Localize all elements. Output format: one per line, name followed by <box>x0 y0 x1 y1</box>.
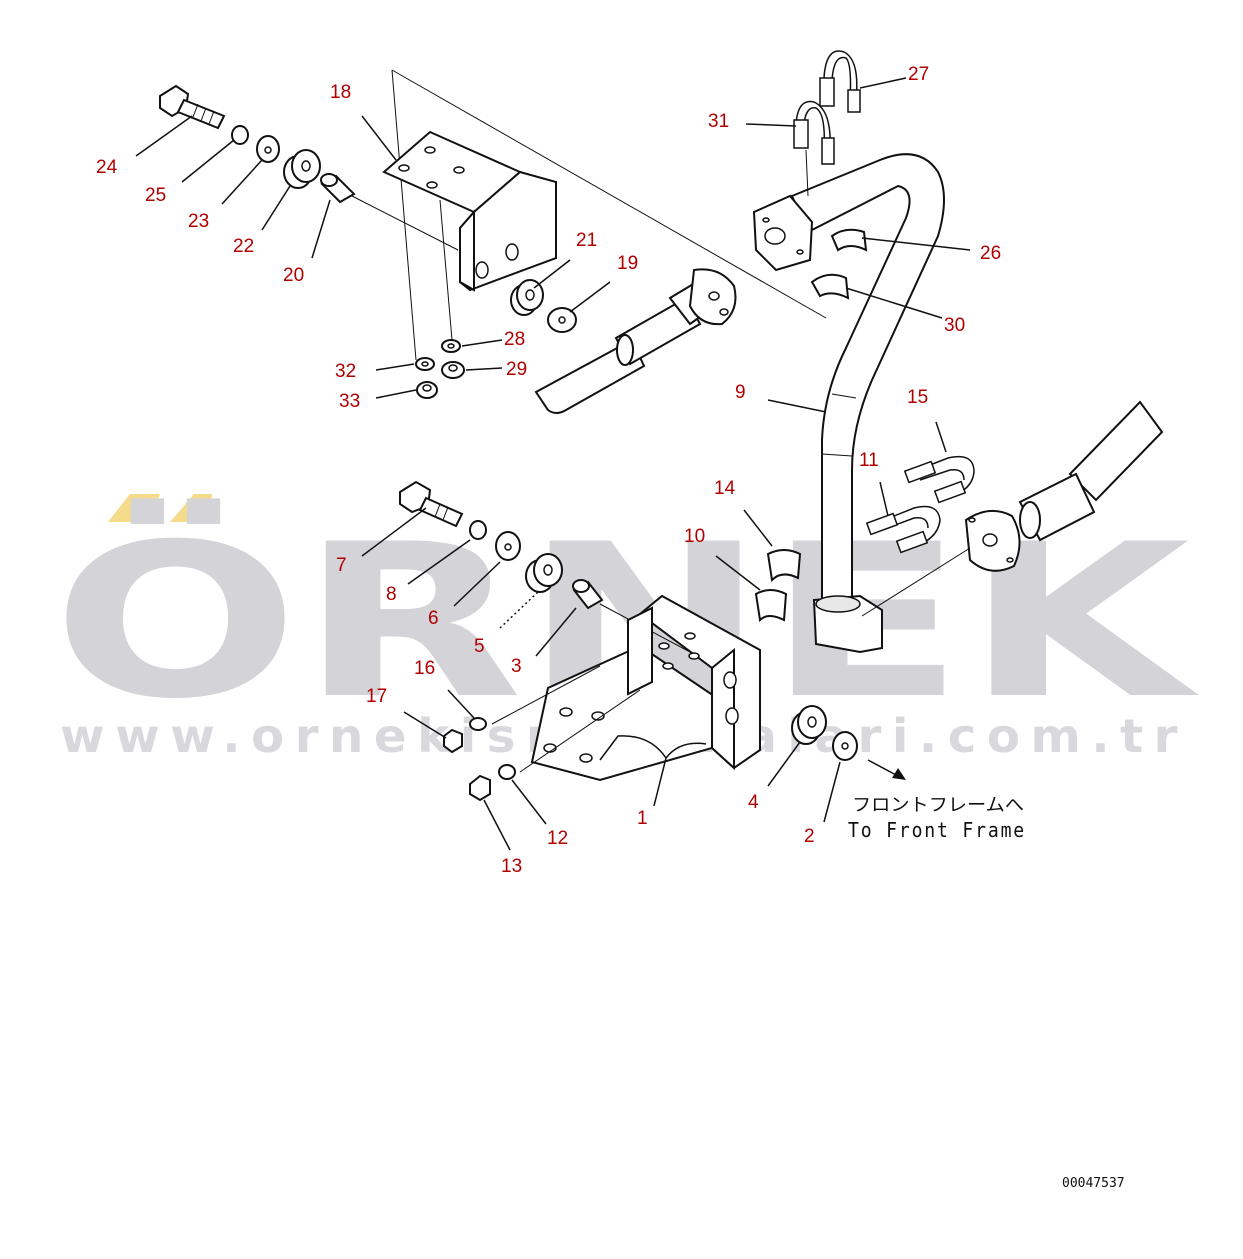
watermark-accent-right <box>170 494 212 522</box>
clamp-part-14 <box>766 549 802 583</box>
lower-assembly <box>399 400 1164 802</box>
note-japanese: フロントフレームへ <box>852 795 1024 816</box>
bracket-part-18 <box>382 130 557 292</box>
leader-lines <box>135 77 971 851</box>
callout-30: 30 <box>944 315 965 336</box>
clamp-part-30 <box>810 273 850 300</box>
nut-part-17 <box>443 728 463 754</box>
callout-2: 2 <box>804 826 815 847</box>
callout-11: 11 <box>859 450 879 471</box>
callout-1: 1 <box>637 808 648 829</box>
ubolt-part-31 <box>793 100 835 165</box>
front-frame-arrow <box>867 759 906 780</box>
hose-lower <box>964 400 1164 572</box>
watermark-accent-left <box>108 494 160 522</box>
callout-5: 5 <box>474 636 485 657</box>
note-english: To Front Frame <box>848 818 1026 842</box>
callout-27: 27 <box>908 64 929 85</box>
ubolt-part-15 <box>903 455 975 504</box>
collar-part-20 <box>320 173 356 204</box>
callout-14: 14 <box>714 478 736 499</box>
callout-8: 8 <box>386 584 397 605</box>
bushing-part-21 <box>510 279 544 316</box>
callout-18: 18 <box>330 82 351 103</box>
clamp-part-26 <box>830 228 868 252</box>
callout-12: 12 <box>547 828 568 849</box>
callout-7: 7 <box>336 555 347 576</box>
callout-10: 10 <box>684 526 705 547</box>
callout-9: 9 <box>735 382 746 403</box>
callout-13: 13 <box>501 856 522 877</box>
upper-assembly <box>159 50 945 654</box>
callout-15: 15 <box>907 387 928 408</box>
bracket-part-1 <box>530 594 761 782</box>
washer-part-12 <box>498 764 516 780</box>
collar-part-3 <box>572 579 604 610</box>
callout-32: 32 <box>335 361 356 382</box>
callout-3: 3 <box>511 656 522 677</box>
callout-20: 20 <box>283 265 304 286</box>
washer-part-16 <box>469 717 487 731</box>
callouts: 1 2 3 4 5 6 7 8 9 10 11 12 13 14 15 16 1… <box>96 64 1001 877</box>
callout-21: 21 <box>576 230 597 251</box>
hose-upper <box>534 268 737 414</box>
drawing-code: 00047537 <box>1062 1176 1125 1191</box>
callout-29: 29 <box>506 359 527 380</box>
callout-23: 23 <box>188 211 209 232</box>
bolt-part-24 <box>159 84 226 130</box>
callout-22: 22 <box>233 236 254 257</box>
nut-part-33 <box>416 381 438 399</box>
callout-26: 26 <box>980 243 1001 264</box>
callout-28: 28 <box>504 329 525 350</box>
callout-17: 17 <box>366 686 387 707</box>
callout-33: 33 <box>339 391 360 412</box>
callout-24: 24 <box>96 157 118 178</box>
bushing-part-22 <box>283 149 321 189</box>
callout-31: 31 <box>708 111 729 132</box>
callout-6: 6 <box>428 608 439 629</box>
callout-25: 25 <box>145 185 166 206</box>
washer-part-25 <box>231 125 249 145</box>
callout-16: 16 <box>414 658 435 679</box>
pipe-part-9 <box>752 153 945 654</box>
washer-part-8 <box>469 520 487 540</box>
bushing-part-4 <box>791 705 827 745</box>
callout-4: 4 <box>748 792 759 813</box>
ubolt-part-27 <box>819 50 861 113</box>
callout-19: 19 <box>617 253 638 274</box>
ubolt-part-11 <box>865 505 941 554</box>
nut-part-29 <box>441 361 465 379</box>
bolt-part-7 <box>399 480 464 528</box>
clamp-part-10 <box>754 589 788 623</box>
nut-part-13 <box>469 774 491 802</box>
bushing-part-5 <box>525 553 563 593</box>
